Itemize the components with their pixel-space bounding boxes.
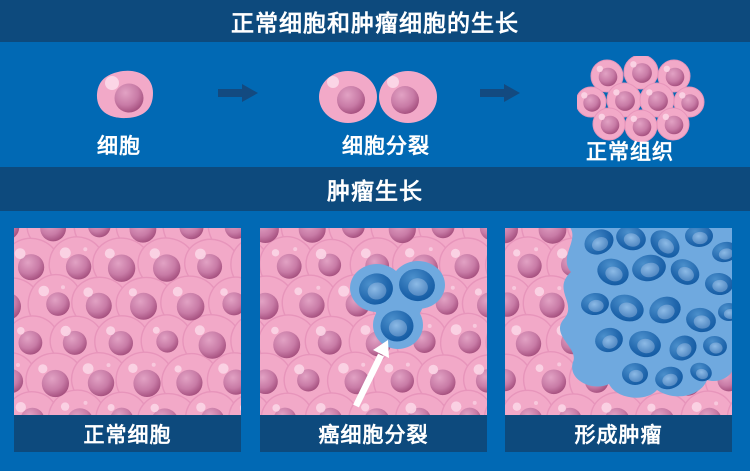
- panel-caption-tumor-formation: 形成肿瘤: [505, 415, 732, 452]
- normal-growth-diagram: 细胞 细胞分裂 正常组织: [0, 42, 750, 167]
- tumor-cells: [581, 228, 732, 390]
- cancer-cell-cluster: [350, 261, 445, 349]
- stage-label-cell-division: 细胞分裂: [342, 135, 430, 158]
- tumor-formation-image: [505, 228, 732, 415]
- tumor-mass: [560, 228, 732, 398]
- cell-division-illustration: [319, 71, 437, 123]
- panel-normal-cells: 正常细胞: [14, 228, 241, 452]
- pointer-arrow-icon: [353, 340, 389, 408]
- cluster-cells: [577, 56, 705, 142]
- arrow-right-icon: [480, 84, 520, 102]
- panel-caption-normal-cells: 正常细胞: [14, 415, 241, 452]
- panel-caption-cancer-cell-division: 癌细胞分裂: [260, 415, 487, 452]
- stage-label-cell: 细胞: [97, 135, 141, 158]
- main-title-bar: 正常细胞和肿瘤细胞的生长: [0, 0, 750, 42]
- panel-tumor-formation: 形成肿瘤: [505, 228, 732, 452]
- normal-tissue-illustration: [577, 56, 705, 142]
- cancer-cells: [359, 268, 435, 342]
- cancer-cell-division-image: [260, 228, 487, 415]
- normal-cells-image: [14, 228, 241, 415]
- arrow-right-icon: [218, 84, 258, 102]
- tumor-growth-panels: 正常细胞 癌细胞分裂: [0, 211, 750, 471]
- single-cell-illustration: [96, 70, 153, 119]
- tissue-layer: [14, 228, 241, 415]
- tumor-growth-title-bar: 肿瘤生长: [0, 167, 750, 211]
- main-title: 正常细胞和肿瘤细胞的生长: [231, 10, 519, 36]
- tumor-growth-title: 肿瘤生长: [327, 178, 423, 204]
- panel-cancer-cell-division: 癌细胞分裂: [260, 228, 487, 452]
- stage-label-normal-tissue: 正常组织: [586, 141, 674, 164]
